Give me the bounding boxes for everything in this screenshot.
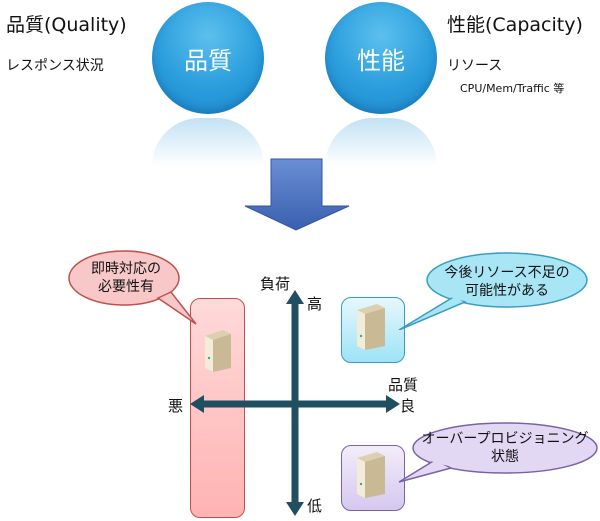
bubble-line: 即時対応の (91, 261, 161, 277)
bubble-line: 今後リソース不足の (444, 265, 570, 281)
quadrant-axes (190, 290, 400, 516)
quality-title: 品質(Quality) (6, 14, 127, 36)
x-axis-arrow-right (386, 395, 400, 413)
x-axis-arrow-left (190, 395, 204, 413)
immediate-bubble-text: 即時対応の必要性有 (76, 258, 176, 298)
capacity-subtitle: リソース (447, 58, 503, 74)
over-provisioning-bubble-text: オーバープロビジョニング状態 (410, 428, 600, 468)
capacity-circle-label: 性能 (357, 46, 405, 75)
quality-circle: 品質 (152, 2, 264, 114)
over-provisioning-bubble-shape (398, 422, 598, 483)
server-icon (357, 452, 385, 498)
server-icon (357, 304, 385, 350)
x-axis-good: 良 (400, 397, 416, 415)
y-axis-high: 高 (307, 295, 323, 313)
bubble-line: 状態 (491, 449, 519, 465)
x-axis-bad: 悪 (168, 397, 184, 415)
y-axis-low: 低 (307, 497, 323, 515)
y-axis-arrow-up (286, 290, 304, 304)
immediate-bubble-shape (68, 250, 197, 325)
x-axis-title: 品質 (388, 376, 419, 394)
quality-circle-label: 品質 (184, 46, 232, 75)
bubble-line: 可能性がある (465, 283, 549, 299)
future-shortage-bubble-text: 今後リソース不足の可能性がある (422, 262, 592, 302)
bubble-line: 必要性有 (98, 279, 154, 295)
y-axis-arrow-down (286, 502, 304, 516)
future-shortage-bubble-shape (398, 252, 588, 330)
down-arrow-icon (244, 158, 350, 231)
server-icon (205, 330, 231, 372)
capacity-title: 性能(Capacity) (447, 14, 583, 36)
bubble-line: オーバープロビジョニング (421, 431, 589, 447)
capacity-circle: 性能 (325, 2, 437, 114)
y-axis-title: 負荷 (260, 275, 291, 293)
quality-subtitle: レスポンス状況 (6, 58, 104, 74)
capacity-detail: CPU/Mem/Traffic 等 (460, 82, 565, 95)
